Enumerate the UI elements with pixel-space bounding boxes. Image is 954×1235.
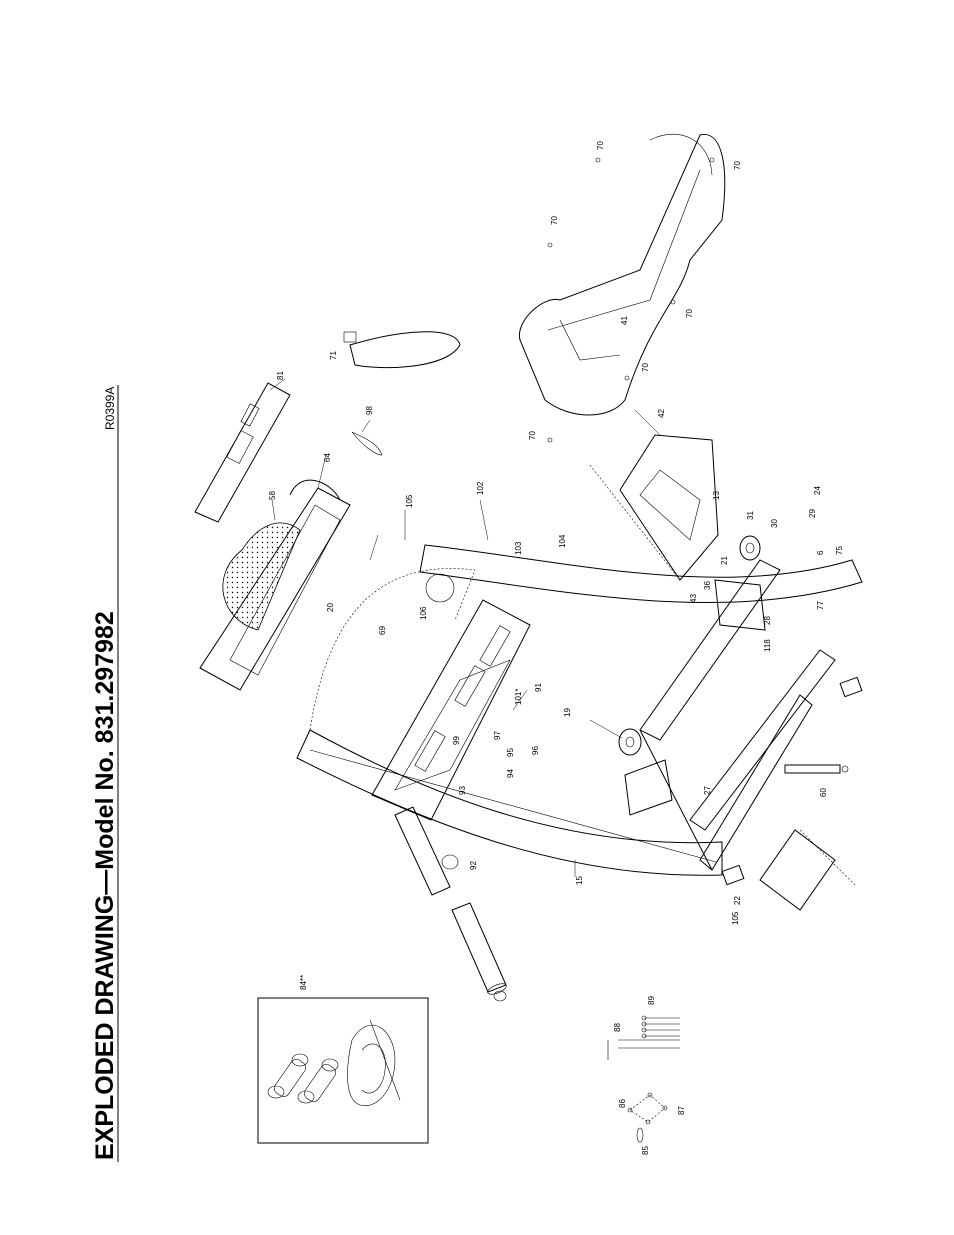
label-13-a: 13 — [712, 491, 721, 500]
hardware-89-bolts — [641, 1015, 680, 1039]
label-105-bottom: 105 — [731, 911, 740, 925]
ankle-strap — [347, 1019, 401, 1106]
label-88: 88 — [613, 1023, 622, 1032]
label-64: 64 — [323, 453, 332, 462]
bracket-21 — [714, 579, 766, 631]
label-31-a: 31 — [746, 511, 755, 520]
label-87: 87 — [677, 1106, 686, 1115]
handlebar-tube-92 — [394, 806, 459, 896]
label-99-a: 99 — [452, 736, 461, 745]
label-24: 24 — [813, 486, 822, 495]
base-frame — [639, 559, 836, 871]
label-70-d: 70 — [685, 309, 694, 318]
label-103-a: 103 — [514, 541, 523, 555]
pulley-31-left — [618, 728, 642, 756]
label-98: 98 — [365, 406, 374, 415]
foot-pad-105-right — [839, 676, 863, 698]
label-93: 93 — [458, 786, 467, 795]
accessory-box — [257, 997, 429, 1144]
label-43-a: 43 — [689, 594, 698, 603]
label-81: 81 — [276, 371, 285, 380]
label-105-top: 105 — [405, 494, 414, 508]
foot-pad-105-left — [721, 864, 745, 886]
console-64 — [199, 479, 351, 691]
dumbbell-right — [297, 1058, 339, 1104]
label-19-a: 19 — [563, 708, 572, 717]
leader-lines — [269, 378, 661, 877]
console-plate-20 — [309, 568, 476, 731]
label-27: 27 — [703, 786, 712, 795]
label-102-a: 102 — [476, 481, 485, 495]
label-75-a: 75 — [835, 546, 844, 555]
housing-41 — [519, 133, 726, 416]
label-106: 106 — [419, 606, 428, 620]
label-28: 28 — [763, 616, 772, 625]
shroud-42 — [589, 434, 719, 581]
label-94: 94 — [506, 769, 515, 778]
label-101: 101* — [514, 689, 523, 705]
wire-98 — [351, 431, 383, 456]
screws-70 — [547, 157, 715, 443]
label-6-a: 6 — [816, 550, 825, 555]
label-41: 41 — [620, 316, 629, 325]
label-15: 15 — [575, 876, 584, 885]
label-58: 58 — [268, 491, 277, 500]
label-42: 42 — [657, 409, 666, 418]
label-70-c: 70 — [550, 216, 559, 225]
label-84: 84** — [299, 975, 308, 990]
label-92: 92 — [469, 861, 478, 870]
label-22: 22 — [733, 896, 742, 905]
bracket-left-27 — [624, 759, 673, 816]
label-21: 21 — [720, 556, 729, 565]
label-36-a: 36 — [703, 581, 712, 590]
label-77-a: 77 — [816, 601, 825, 610]
label-70-f: 70 — [528, 431, 537, 440]
label-20: 20 — [326, 603, 335, 612]
upright-15 — [296, 729, 723, 876]
label-70-b: 70 — [733, 161, 742, 170]
label-118: 118 — [763, 639, 772, 652]
page-title: EXPLODED DRAWING—Model No. 831.297982 — [91, 611, 119, 1160]
label-97: 97 — [493, 731, 502, 740]
dumbbell-left — [267, 1053, 309, 1099]
label-95: 95 — [506, 748, 515, 757]
panel-101 — [371, 599, 531, 821]
speaker-grille-58 — [222, 522, 301, 631]
label-60: 60 — [819, 788, 828, 797]
handlebar-tube-91-lower — [451, 902, 507, 1002]
label-69: 69 — [378, 626, 387, 635]
pulley-31-right — [739, 535, 761, 561]
cylinder-60 — [784, 764, 849, 774]
hardware-85-86-87 — [627, 1092, 668, 1143]
cover-71 — [343, 331, 461, 369]
part-labels: 70 70 70 70 70 70 41 71 81 98 42 64 58 1… — [268, 141, 844, 1155]
upright-right — [419, 544, 863, 604]
label-30: 30 — [770, 519, 779, 528]
label-70-a: 70 — [596, 141, 605, 150]
label-96: 96 — [531, 746, 540, 755]
label-89: 89 — [647, 996, 656, 1005]
label-70-e: 70 — [641, 363, 650, 372]
drawing-code: R0399A — [103, 387, 117, 430]
stabilizer-22 — [759, 829, 856, 911]
label-71: 71 — [329, 351, 338, 360]
label-91-a: 91 — [534, 683, 543, 692]
hardware-88 — [607, 1039, 680, 1060]
label-29: 29 — [808, 509, 817, 518]
console-overlay-81 — [194, 382, 291, 523]
label-86: 86 — [618, 1099, 627, 1108]
label-85: 85 — [641, 1146, 650, 1155]
label-104-a: 104 — [558, 534, 567, 548]
